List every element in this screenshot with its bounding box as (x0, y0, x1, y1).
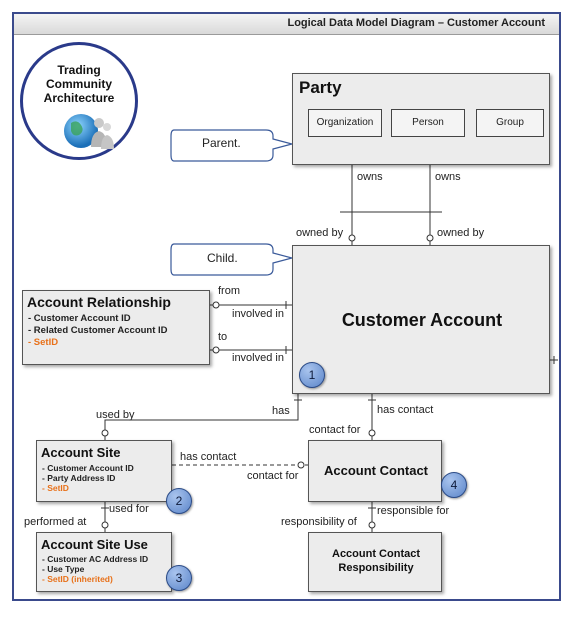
globe-people-icon (64, 114, 114, 149)
account-contact-entity: Account Contact (308, 440, 442, 502)
badge-1: 1 (299, 362, 325, 388)
account-site-setid: - SetID (42, 483, 69, 493)
account-site-use-title: Account Site Use (41, 537, 148, 552)
account-relationship-setid: - SetID (28, 337, 59, 348)
diagram-title: Logical Data Model Diagram – Customer Ac… (287, 17, 545, 29)
child-callout: Child. (207, 251, 238, 265)
involved-in-label-1: involved in (232, 308, 284, 320)
account-contact-title: Account Contact (324, 463, 428, 478)
child-callout-shape (170, 243, 295, 276)
customer-account-entity: Customer Account (292, 245, 550, 394)
performed-at-label: performed at (24, 516, 87, 528)
parent-callout-shape (170, 129, 295, 162)
responsibility-of-label: responsibility of (281, 516, 357, 528)
badge-4: 4 (441, 472, 467, 498)
has-label: has (272, 405, 290, 417)
account-relationship-title: Account Relationship (27, 294, 171, 310)
acr-title-line-2: Responsibility (338, 562, 414, 574)
parent-callout: Parent. (202, 136, 241, 150)
acr-title-line-1: Account Contact (332, 548, 420, 560)
account-site-use-attr-2: - Use Type (42, 564, 85, 574)
account-site-use-entity: Account Site Use - Customer AC Address I… (36, 532, 172, 592)
logo-line-1: Trading (57, 63, 101, 77)
customer-account-title: Customer Account (341, 310, 503, 330)
involved-in-label-2: involved in (232, 352, 284, 364)
party-entity: Party Organization Person Group (292, 73, 550, 165)
contact-for-label-site: contact for (247, 470, 299, 482)
party-subtype-organization: Organization (308, 109, 382, 137)
account-site-use-setid: - SetID (inherited) (42, 574, 113, 584)
account-site-attr-2: - Party Address ID (42, 473, 116, 483)
has-contact-label-ca: has contact (377, 404, 434, 416)
account-relationship-attr-2: - Related Customer Account ID (28, 325, 168, 336)
contact-for-label-ca: contact for (309, 424, 361, 436)
party-subtype-group: Group (476, 109, 544, 137)
account-site-attr-1: - Customer Account ID (42, 463, 134, 473)
owns-label-right: owns (435, 171, 461, 183)
used-for-label: used for (109, 503, 149, 515)
account-site-use-attr-1: - Customer AC Address ID (42, 554, 149, 564)
account-contact-responsibility-entity: Account Contact Responsibility (308, 532, 442, 592)
title-bar: Logical Data Model Diagram – Customer Ac… (14, 14, 559, 35)
badge-2: 2 (166, 488, 192, 514)
owned-by-label-left: owned by (296, 227, 344, 239)
from-label: from (218, 285, 240, 297)
party-title: Party (299, 78, 342, 97)
tca-logo: Trading Community Architecture (20, 42, 138, 160)
owns-label-left: owns (357, 171, 383, 183)
responsible-for-label: responsible for (377, 505, 450, 517)
account-relationship-entity: Account Relationship - Customer Account … (22, 290, 210, 365)
logo-line-2: Community (46, 77, 112, 91)
to-label: to (218, 331, 228, 343)
badge-3: 3 (166, 565, 192, 591)
party-subtype-person: Person (391, 109, 465, 137)
account-relationship-attr-1: - Customer Account ID (28, 313, 131, 324)
logo-line-3: Architecture (43, 91, 115, 105)
account-site-title: Account Site (41, 445, 121, 460)
used-by-label: used by (96, 409, 135, 421)
account-site-entity: Account Site - Customer Account ID - Par… (36, 440, 172, 502)
owned-by-label-right: owned by (437, 227, 485, 239)
has-contact-label-site: has contact (180, 451, 237, 463)
